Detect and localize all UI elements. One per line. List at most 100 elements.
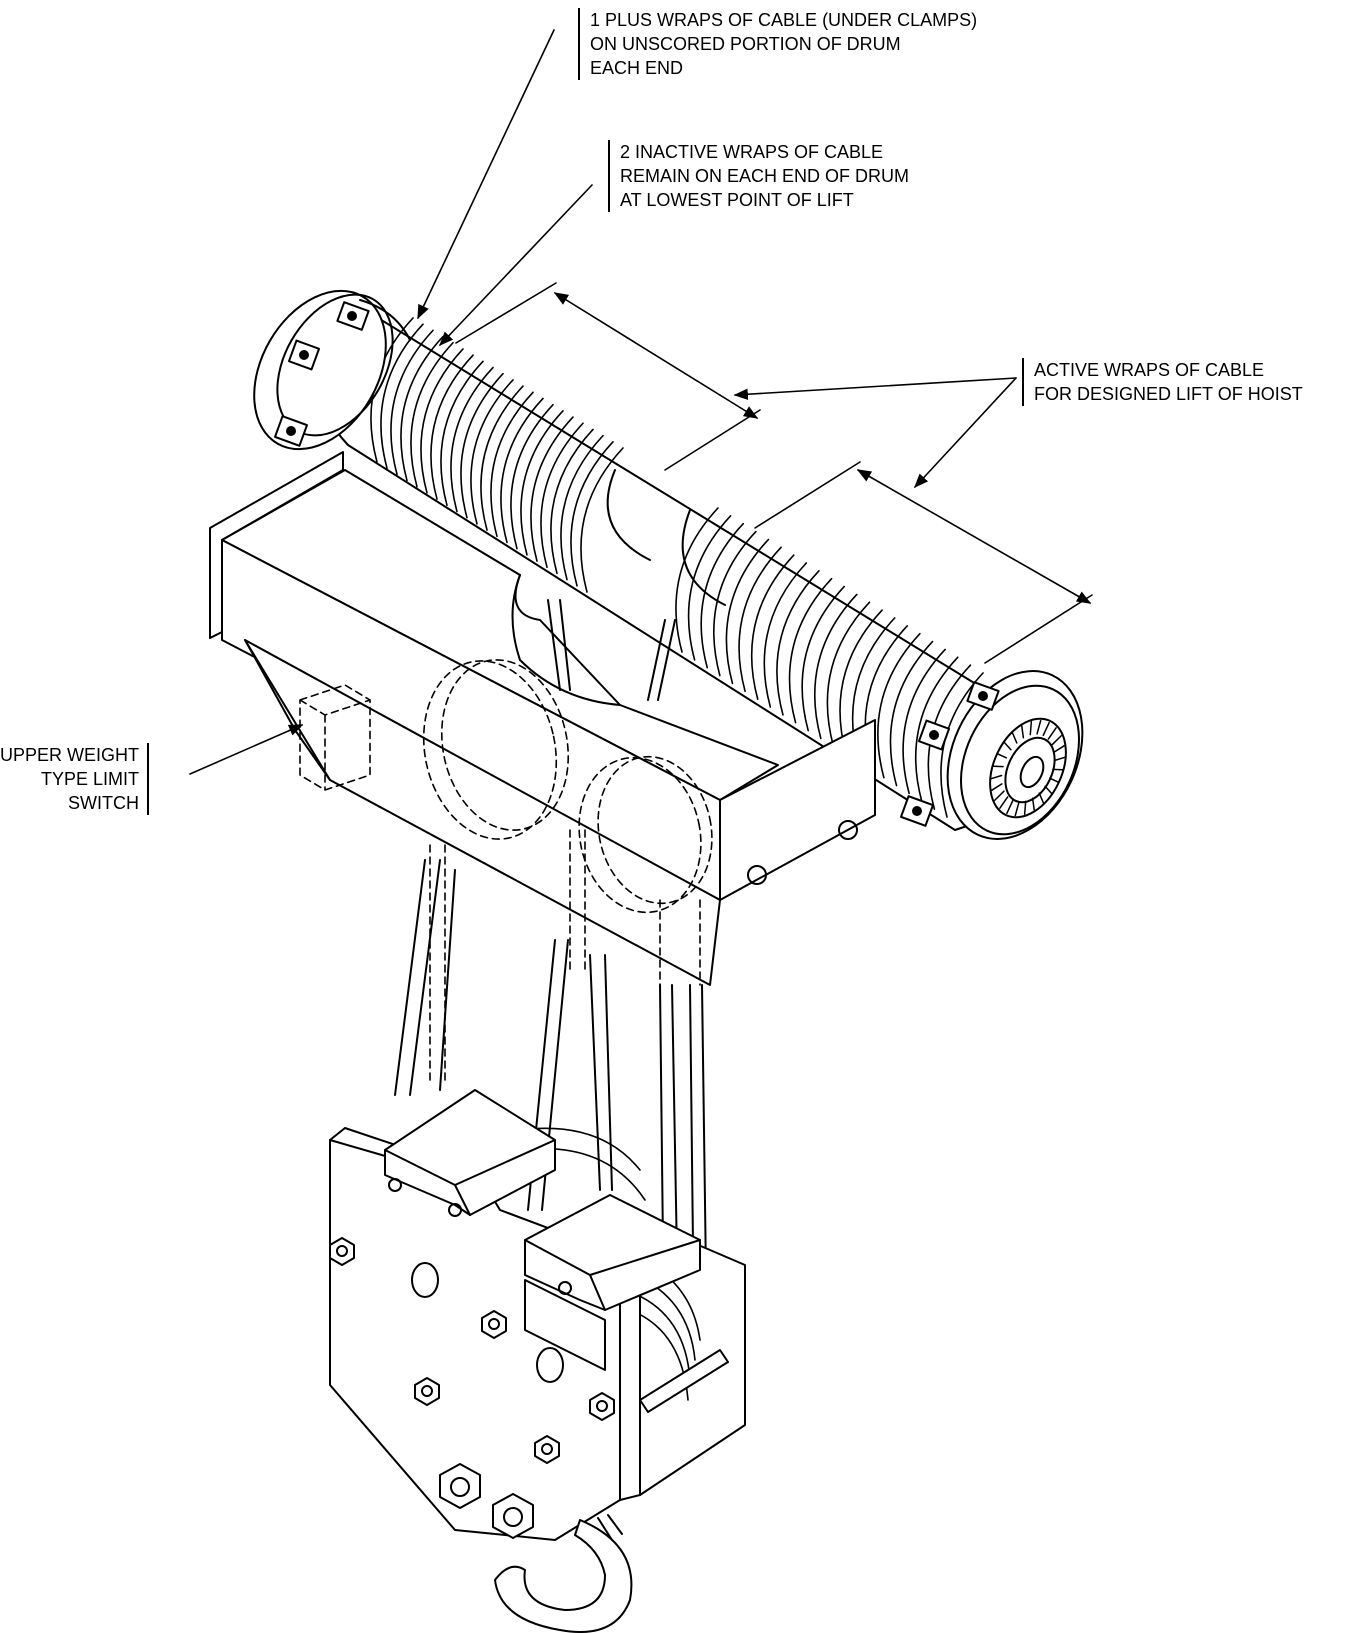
frame-end-plate [719, 719, 876, 901]
gear-tooth [1014, 801, 1020, 817]
callout-line: TYPE LIMIT [41, 769, 140, 789]
dimension-active-right [856, 469, 1092, 604]
gear-tooth [1021, 725, 1025, 739]
drum-groove [725, 538, 770, 685]
nuts [329, 1237, 615, 1539]
gear-tooth [1006, 799, 1014, 815]
callout-line: ON UNSCORED PORTION OF DRUM [590, 34, 901, 54]
mounting-hole [747, 865, 767, 885]
leader-lines [189, 29, 1093, 775]
drum-groove [440, 360, 484, 507]
drum-groove [450, 366, 494, 513]
callout-line: ACTIVE WRAPS OF CABLE [1034, 360, 1265, 380]
drum-groove [380, 323, 424, 469]
drum-groove [713, 530, 757, 677]
cable-guard [524, 1194, 701, 1311]
gear-tooth [1053, 745, 1065, 753]
callout-active-wraps: ACTIVE WRAPS OF CABLE FOR DESIGNED LIFT … [1022, 358, 1303, 406]
gear-tooth [1023, 800, 1027, 815]
gear-tooth [1051, 734, 1063, 746]
drum-groove [430, 354, 474, 500]
callout-line: 2 INACTIVE WRAPS OF CABLE [620, 142, 884, 162]
drum-center-section [606, 469, 726, 606]
drum-groove [400, 335, 444, 482]
gear-tooth [1038, 792, 1045, 804]
drum-groove [788, 577, 833, 724]
drum-groove [510, 403, 554, 550]
callout-line: REMAIN ON EACH END OF DRUM [620, 166, 910, 186]
hook [494, 1519, 633, 1633]
gear-tooth [1042, 721, 1050, 737]
label-plate [524, 1279, 606, 1371]
gear-tooth [990, 774, 1003, 780]
leader-inactive-wraps [439, 184, 593, 347]
drum-groove [750, 554, 795, 700]
drum-groove [877, 632, 921, 779]
drum-groove [738, 546, 782, 693]
callout-line: FOR DESIGNED LIFT OF HOIST [1034, 384, 1303, 404]
drum-groove [902, 648, 946, 795]
drive-gear [989, 717, 1067, 819]
drum-groove [560, 434, 604, 581]
upper-block-frame [209, 451, 876, 1086]
callout-line: AT LOWEST POINT OF LIFT [620, 190, 854, 210]
gear-tooth [1053, 756, 1066, 762]
callout-line: UPPER WEIGHT [0, 745, 140, 765]
lower-block [329, 1089, 746, 1633]
drum-groove [839, 609, 883, 755]
drum-groove [410, 341, 454, 488]
callout-limit-switch: UPPER WEIGHT TYPE LIMIT SWITCH [0, 743, 150, 815]
leader-limit-switch [189, 724, 304, 775]
gear-tooth [1011, 732, 1018, 744]
drum-groove [580, 447, 624, 593]
drum-groove [500, 397, 544, 544]
spacer-bar [639, 1349, 729, 1413]
callout-line: SWITCH [68, 793, 140, 813]
hidden-sheaves [299, 659, 713, 1086]
drum-groove [550, 428, 594, 575]
gear-tooth [1044, 785, 1053, 794]
right-drum-flange [900, 670, 1084, 840]
gear-tooth [1036, 719, 1042, 735]
drum-groove [700, 522, 745, 669]
drum-groove [826, 601, 871, 748]
drum-groove [490, 391, 534, 538]
drum-groove [480, 385, 524, 531]
gear-tooth [1047, 727, 1057, 740]
lightening-hole [411, 1262, 439, 1298]
drum-groove [801, 585, 845, 732]
left-drum-flange [253, 289, 411, 451]
gear-tooth [997, 753, 1007, 759]
drum-groove [460, 372, 504, 519]
drum-groove [889, 640, 934, 787]
drum-groove [470, 379, 514, 525]
drum-groove [776, 570, 820, 716]
lightening-hole [536, 1347, 564, 1383]
mounting-hole [838, 820, 858, 840]
drum-groove [675, 507, 719, 653]
drum-groove [914, 656, 959, 803]
leader-active-wraps [733, 377, 1017, 400]
drum-groove [763, 562, 808, 708]
drum-groove [570, 441, 614, 587]
drum-groove [687, 515, 732, 661]
callout-inactive-wraps: 2 INACTIVE WRAPS OF CABLE REMAIN ON EACH… [608, 140, 909, 212]
callout-end-wraps: 1 PLUS WRAPS OF CABLE (UNDER CLAMPS) ON … [578, 8, 977, 80]
gear-tooth [993, 790, 1005, 802]
gear-tooth [1003, 742, 1012, 751]
gear-tooth [991, 783, 1003, 791]
drum-groove [520, 410, 564, 556]
dimension-active-left [553, 292, 759, 419]
drum-groove [814, 593, 858, 740]
drum-groove [530, 416, 574, 562]
drum-grooves-left [370, 317, 624, 593]
leader-end-wraps [417, 29, 555, 320]
drum-groove [420, 348, 464, 494]
drum-groove [540, 422, 584, 569]
callout-line: EACH END [590, 58, 684, 78]
drum-groove [390, 329, 434, 476]
limit-switch-hidden [299, 684, 371, 791]
gear-tooth [1049, 777, 1059, 783]
